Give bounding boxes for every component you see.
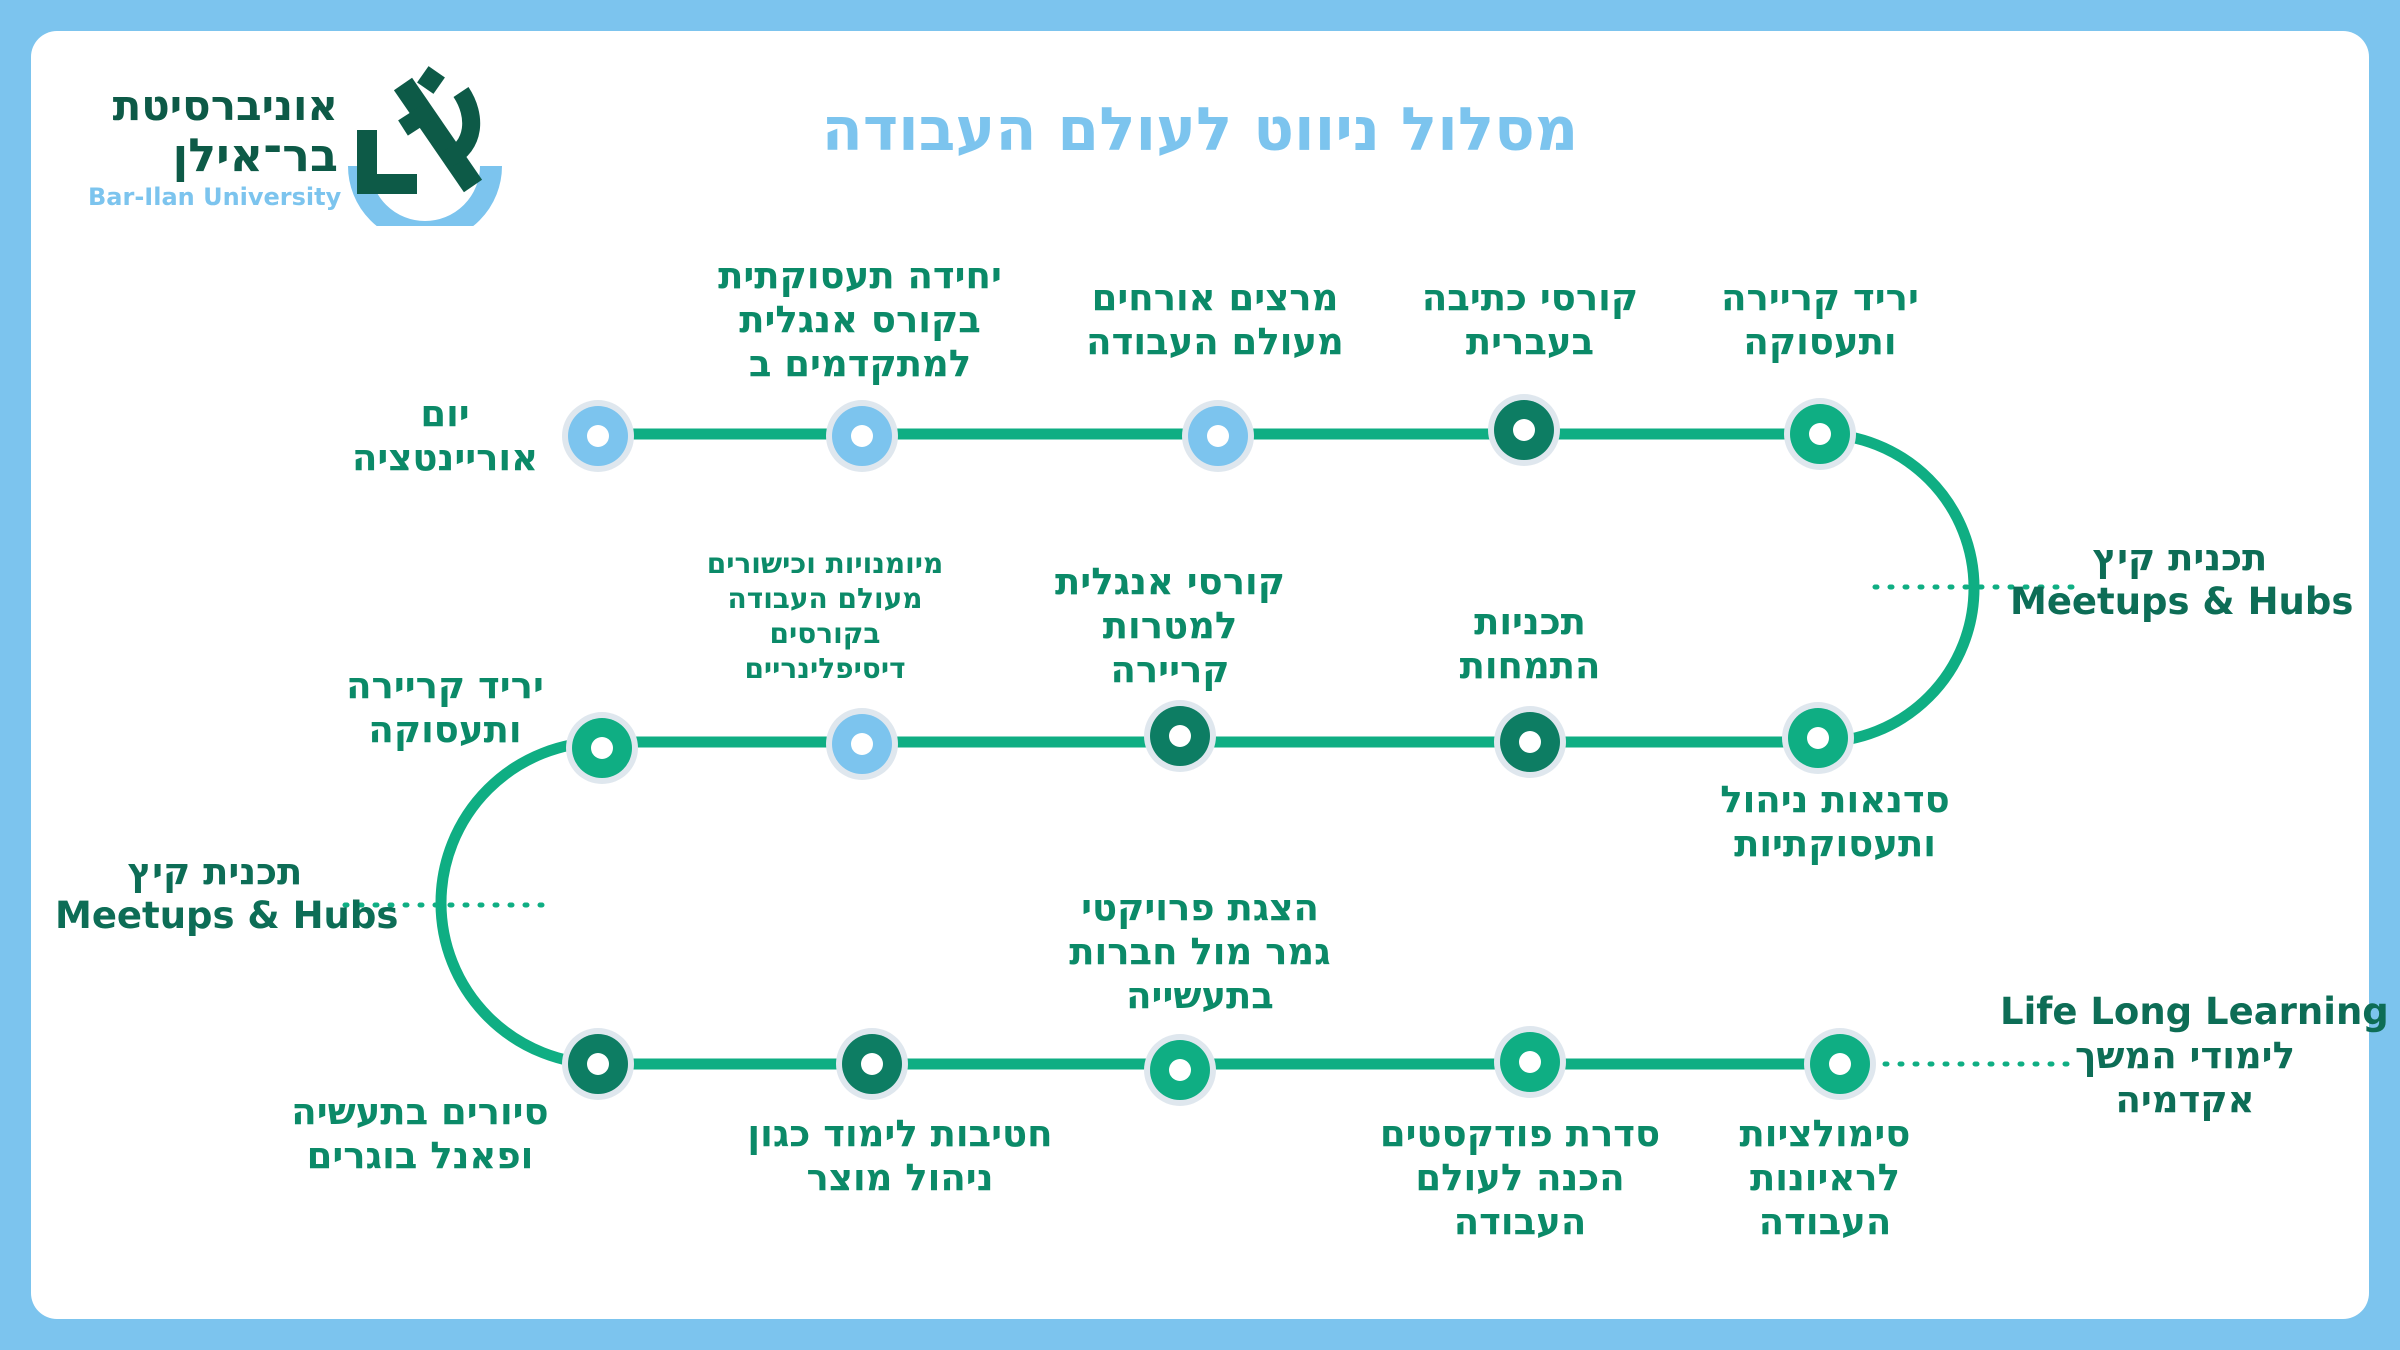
station-node-r1a [1784,398,1856,470]
station-node-r3a [562,1028,634,1100]
station-node-r1e [562,400,634,472]
infographic-card [31,31,2369,1319]
station-label-job-fair-1: יריד קריירה ותעסוקה [1721,276,1919,363]
station-label-guest-lecturers: מרצים אורחים מעולם העבודה [1086,276,1344,363]
station-node-r2e [566,712,638,784]
station-label-hebrew-writing: קורסי כתיבה בעברית [1421,276,1639,363]
station-node-r2b [1494,706,1566,778]
station-node-r3b [836,1028,908,1100]
station-node-r2c [1144,700,1216,772]
station-node-r2a [1782,702,1854,774]
logo-emblem-icon [348,66,502,226]
logo-hebrew-line1: אוניברסיטת [112,81,338,130]
station-label-career-english: קורסי אנגלית למטרות קריירה [1055,560,1285,691]
station-node-r3e [1804,1028,1876,1100]
station-node-r1b [1488,394,1560,466]
station-label-interview-simulations: סימולציות לראיונות העבודה [1739,1112,1911,1243]
station-label-internships: תכניות התמחות [1459,600,1601,687]
station-node-r3c [1144,1034,1216,1106]
logo-english-name: Bar-Ilan University [88,183,342,211]
station-node-r2d [826,708,898,780]
station-label-podcast-series: סדרת פודקסטים הכנה לעולם העבודה [1379,1112,1661,1243]
page-title: מסלול ניווט לעולם העבודה [821,95,1579,165]
station-label-management-workshops: סדנאות ניהול ותעסוקתיות [1720,778,1950,865]
station-node-r1c [1182,400,1254,472]
lifelong-learning-label: Life Long Learning לימודי המשך אקדמיה [2000,990,2389,1121]
station-label-skills-courses: מיומנויות וכישורים מעולם העבודה בקורסים … [706,547,944,685]
station-node-r1d [826,400,898,472]
summer-program-left-label: תכנית קיץ Meetups & Hubs [55,850,399,937]
summer-program-right-label: תכנית קיץ Meetups & Hubs [2010,536,2354,623]
station-label-orientation-day: יום אוריינטציה [351,392,539,479]
station-label-study-tracks: חטיבות לימוד כגון ניהול מוצר [747,1112,1053,1199]
logo-hebrew-line2: בר־אילן [172,128,339,182]
station-label-final-projects: הצגת פרויקטי גמר מול חברות בתעשייה [1069,886,1331,1017]
station-label-english-unit: יחידה תעסוקתית בקורס אנגלית למתקדמים ב [718,254,1002,385]
station-label-industry-tours: סיורים בתעשיה ופאנל בוגרים [291,1090,549,1177]
station-label-job-fair-2: יריד קריירה ותעסוקה [346,664,544,751]
station-node-r3d [1494,1026,1566,1098]
logo-wordmark: אוניברסיטת בר־אילן Bar-Ilan University [88,81,342,214]
